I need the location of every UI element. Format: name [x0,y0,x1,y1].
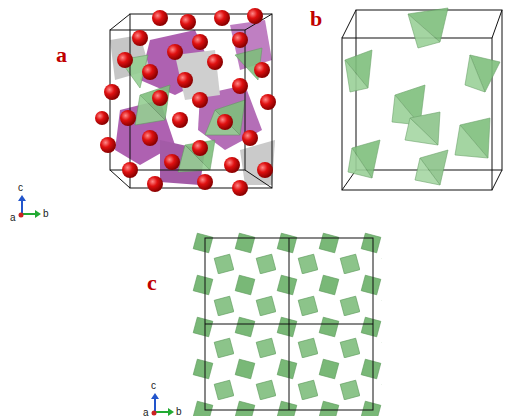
panel-letter: b [310,8,322,30]
axis-label: b [176,407,182,417]
panel-b-structure [342,8,502,190]
panel-letter: c [147,272,157,294]
axis-label: a [10,213,16,223]
panel-letter: a [56,44,67,66]
axis-label: b [43,209,49,219]
axis-triad [18,195,41,218]
panel-c-structure [192,232,382,416]
axis-label: c [18,183,23,193]
axis-triad [151,393,174,416]
axis-label: a [143,408,149,418]
axis-label: c [151,381,156,391]
panel-a-structure [95,8,276,196]
